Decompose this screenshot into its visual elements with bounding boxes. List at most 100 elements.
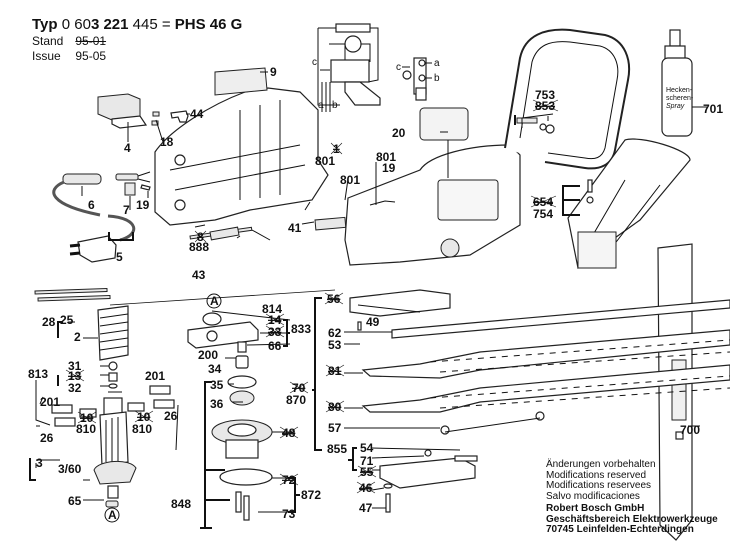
callout-44: 44 — [190, 107, 204, 121]
callout-813: 813 — [28, 367, 48, 381]
callout-801c: 801 — [376, 150, 396, 164]
stator-field — [97, 289, 336, 361]
stand-value: 95-01 — [75, 34, 107, 48]
handle-bar — [504, 28, 630, 170]
callout-25: 25 — [60, 313, 74, 327]
callout-10b: 10 — [137, 410, 151, 424]
document-header: Typ 0 603 221 445 = PHS 46 G Stand 95-01… — [32, 16, 242, 63]
spray-text-2: scheren- — [666, 95, 694, 102]
callout-201b: 201 — [145, 369, 165, 383]
callout-4: 4 — [124, 141, 131, 155]
model-name: PHS 46 G — [174, 16, 243, 33]
callout-33: 33 — [268, 325, 282, 339]
strike-mark — [289, 381, 309, 394]
bracket-3 — [29, 458, 36, 481]
callout-19a: 19 — [136, 198, 150, 212]
wiring-label-a1: a — [318, 100, 324, 111]
wiring-label-b1: b — [332, 100, 338, 111]
callout-853: 853 — [535, 99, 555, 113]
callout-65: 65 — [68, 494, 82, 508]
callout-73: 73 — [282, 507, 296, 521]
footer-division: Geschäftsbereich Elektrowerkzeuge — [546, 513, 718, 525]
callout-888: 888 — [189, 240, 209, 254]
strike-mark — [134, 410, 154, 423]
strike-mark — [530, 195, 557, 208]
callout-66: 66 — [268, 339, 282, 353]
callout-870: 870 — [286, 393, 306, 407]
callout-801a: 801 — [315, 154, 335, 168]
callout-43: 43 — [192, 268, 206, 282]
footer-line-es: Salvo modificaciones — [546, 490, 640, 502]
strike-mark — [279, 426, 299, 439]
callout-801b: 801 — [340, 173, 360, 187]
issue-label: Issue — [32, 49, 61, 63]
bracket-70 — [312, 297, 322, 451]
housing-left-half — [154, 67, 329, 226]
typ-number-b: 3 221 — [90, 16, 129, 33]
blade-set — [349, 289, 730, 513]
footer-line-en: Modifications reserved — [546, 469, 647, 481]
footer-company: Robert Bosch GmbH — [546, 503, 645, 514]
wiring-label-b2: b — [434, 73, 440, 84]
callout-32: 32 — [68, 381, 82, 395]
power-cable — [52, 171, 151, 263]
callout-53: 53 — [328, 338, 342, 352]
spray-text-3: Spray — [666, 103, 685, 110]
callout-56: 56 — [327, 292, 341, 306]
bracket-654-754 — [562, 185, 580, 216]
callout-14: 14 — [268, 313, 282, 327]
typ-number-c: 445 = — [128, 16, 171, 33]
callout-6: 6 — [88, 198, 95, 212]
spray-text-1: Hecken- — [666, 87, 693, 94]
callout-circle — [104, 507, 120, 523]
callout-41: 41 — [288, 221, 302, 235]
strike-mark — [325, 400, 345, 413]
callout-19b: 19 — [382, 161, 396, 175]
wiring-label-a2: a — [434, 58, 440, 69]
footer-notice: Änderungen vorbehalten Modifications res… — [546, 459, 718, 536]
callout-18: 18 — [160, 135, 174, 149]
wiring-label-c2: c — [396, 62, 401, 73]
callout-26a: 26 — [40, 431, 54, 445]
callout-810b: 810 — [132, 422, 152, 436]
type-line: Typ 0 603 221 445 = PHS 46 G — [32, 16, 242, 33]
typ-label: Typ — [32, 16, 58, 33]
callout-20: 20 — [392, 126, 406, 140]
callout-55: 55 — [360, 465, 374, 479]
switch-part — [97, 93, 160, 129]
issue-line: Issue 95-05 — [32, 50, 242, 63]
callout-57: 57 — [328, 421, 342, 435]
brush-holders — [35, 380, 179, 451]
armature — [93, 361, 137, 508]
callout-49: 49 — [366, 315, 380, 329]
callout-1a: 1 — [333, 142, 340, 156]
callout-31: 31 — [68, 359, 82, 373]
strike-mark — [279, 473, 299, 486]
callout-9: 9 — [270, 65, 277, 79]
strike-mark — [330, 142, 343, 155]
callout-3: 3 — [36, 456, 43, 470]
callout-2: 2 — [74, 330, 81, 344]
callout-A1: A — [108, 508, 117, 522]
callout-72: 72 — [282, 473, 296, 487]
footer-line-de: Änderungen vorbehalten — [546, 459, 656, 470]
spray-bottle — [661, 29, 693, 137]
callout-81: 81 — [328, 364, 342, 378]
pad-41 — [314, 216, 347, 231]
strike-mark — [65, 369, 85, 382]
callout-855: 855 — [327, 442, 347, 456]
strike-mark — [356, 481, 376, 494]
callout-700: 700 — [680, 423, 700, 437]
wiring-label-c1: c — [312, 57, 317, 68]
callout-80: 80 — [328, 400, 342, 414]
callout-810a: 810 — [76, 422, 96, 436]
callout-47: 47 — [359, 501, 373, 515]
callout-3-60: 3/60 — [58, 462, 82, 476]
strike-mark — [194, 230, 207, 243]
callout-5: 5 — [116, 250, 123, 264]
callout-71: 71 — [360, 454, 374, 468]
callout-62: 62 — [328, 326, 342, 340]
allen-key-bend — [251, 229, 271, 241]
